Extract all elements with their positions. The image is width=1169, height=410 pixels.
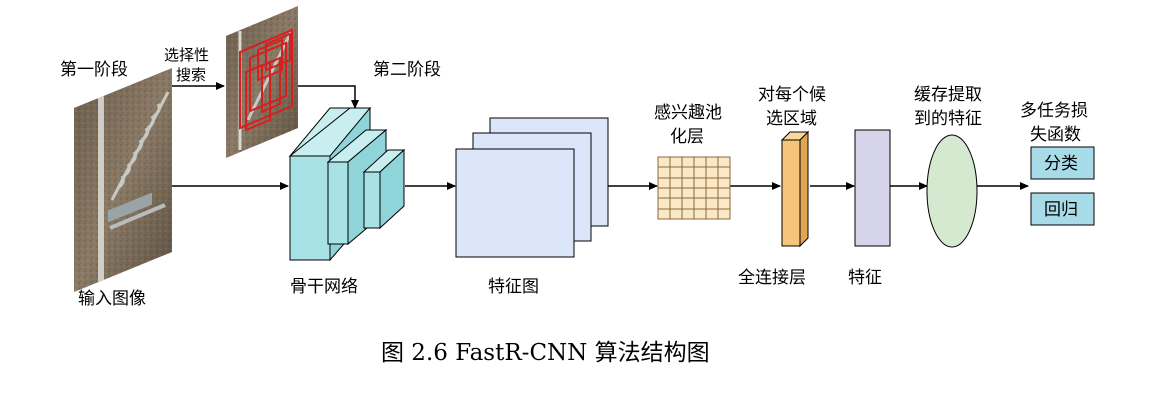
arrows	[172, 82, 1029, 190]
regression-label: 回归	[1044, 200, 1078, 220]
feature-label: 特征	[848, 268, 882, 288]
roi-pool-label-1: 感兴趣池	[654, 103, 722, 123]
stage2-label: 第二阶段	[373, 60, 441, 80]
arrow-search-to-backbone	[298, 85, 359, 109]
cache-label-1: 缓存提取	[914, 85, 982, 105]
region-proposal-boxes	[239, 28, 293, 132]
regression-box	[1030, 192, 1095, 226]
per-region-label-1: 对每个候	[758, 85, 826, 105]
stage1-label: 第一阶段	[60, 60, 128, 80]
roi-pool-label-2: 化层	[670, 127, 704, 147]
feature-map-label: 特征图	[488, 277, 539, 297]
feature-vector-block	[854, 129, 891, 247]
labels: 第一阶段 选择性 搜索 第二阶段 输入图像 骨干网络 特征图 感兴趣池 化层 对…	[60, 46, 1088, 309]
selective-search-image	[226, 6, 298, 158]
feature-map-stack	[455, 117, 609, 258]
multitask-label-1: 多任务损	[1020, 101, 1088, 121]
selective-search-label-1: 选择性	[164, 46, 209, 64]
figure-caption: 图 2.6 FastR-CNN 算法结构图	[381, 340, 710, 366]
backbone-label: 骨干网络	[290, 277, 358, 297]
classification-box	[1030, 146, 1095, 180]
fc-layer-label: 全连接层	[738, 268, 806, 288]
selective-search-label-2: 搜索	[176, 66, 206, 84]
multitask-label-2: 失函数	[1030, 125, 1081, 145]
fc-layer-block	[780, 130, 810, 248]
insulator-string	[110, 91, 170, 201]
cache-feature-ellipse	[926, 134, 978, 248]
input-image-label: 输入图像	[78, 289, 146, 309]
roi-pooling-grid	[657, 156, 731, 220]
per-region-label-2: 选区域	[766, 109, 817, 129]
input-image	[74, 68, 172, 292]
cache-label-2: 到的特征	[914, 109, 982, 129]
classification-label: 分类	[1044, 154, 1078, 174]
backbone-network	[288, 106, 406, 262]
output-boxes	[1030, 146, 1095, 226]
